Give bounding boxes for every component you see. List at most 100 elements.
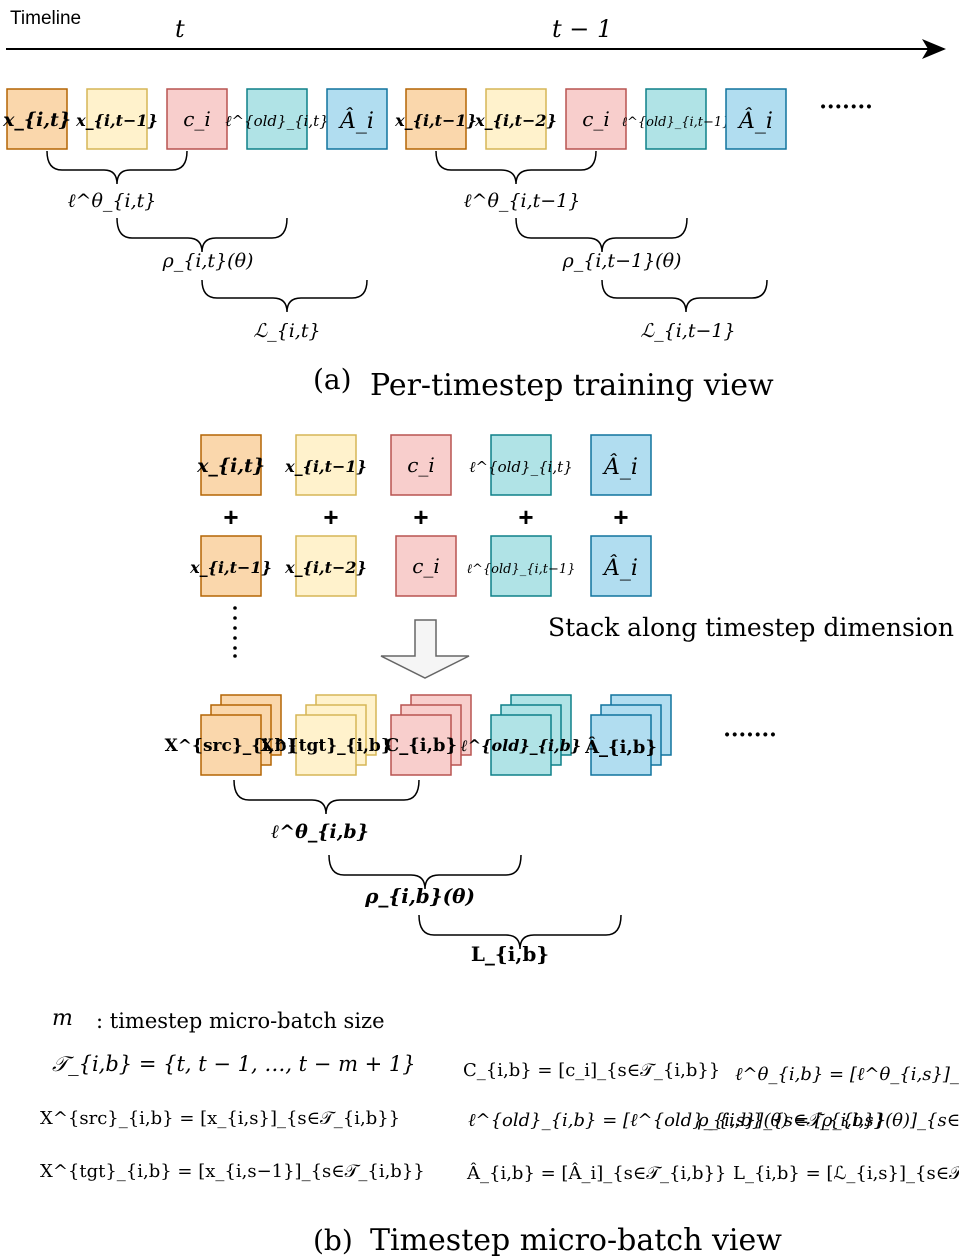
svg-text:x_{i,t−2}: x_{i,t−2} xyxy=(284,558,367,577)
def-L: L_{i,b} = [ℒ_{i,s}]_{s∈𝒯_{i,b}} xyxy=(733,1163,959,1184)
plus-sign: + xyxy=(323,502,338,532)
svg-text:Â_i: Â_i xyxy=(737,107,773,134)
brace-L-i-t xyxy=(201,279,368,313)
box-x-i-t: x_{i,t} xyxy=(2,88,71,150)
box-a-hat-i: Â_i xyxy=(326,88,388,150)
plus-sign: + xyxy=(223,502,238,532)
box-b-x-i-t-minus-2: x_{i,t−2} xyxy=(284,535,367,597)
svg-text:X^{src}_{i,b}: X^{src}_{i,b} xyxy=(165,736,298,756)
svg-text:Â_i: Â_i xyxy=(602,453,638,480)
brace-rho-i-t-minus-1 xyxy=(515,217,688,253)
box-b-c-i: c_i xyxy=(390,434,452,496)
box-x-i-t-minus-1-b: x_{i,t−1} xyxy=(394,88,477,150)
stack-x-tgt: X^{tgt}_{i,b} xyxy=(260,694,392,776)
box-b-x-i-t: x_{i,t} xyxy=(196,434,265,496)
label-rho-i-t-minus-1: ρ_{i,t−1}(θ) xyxy=(562,250,682,272)
down-arrow-icon xyxy=(380,619,470,679)
timeline-tick-t-minus-1: t − 1 xyxy=(552,15,612,43)
def-l-old: ℓ^{old}_{i,b} = [ℓ^{old}_{i,s}]_{s∈𝒯_{i,… xyxy=(468,1110,886,1131)
stack-x-src: X^{src}_{i,b} xyxy=(165,694,298,776)
definitions: m : timestep micro-batch size 𝒯_{i,b} = … xyxy=(40,1006,959,1184)
label-L-i-b: L_{i,b} xyxy=(471,942,549,966)
svg-text:C_{i,b}: C_{i,b} xyxy=(385,735,457,756)
brace-l-theta-i-t-minus-1 xyxy=(435,150,597,185)
svg-text:c_i: c_i xyxy=(407,453,435,477)
brace-rho-i-t xyxy=(116,217,288,253)
svg-text:x_{i,t−1}: x_{i,t−1} xyxy=(189,558,272,577)
label-l-theta-i-b: ℓ^θ_{i,b} xyxy=(271,821,369,843)
brace-l-theta-i-b xyxy=(233,779,420,815)
box-a-hat-i-b: Â_i xyxy=(725,88,787,150)
group-t: x_{i,t} x_{i,t−1} c_i ℓ^{old}_{i,t} Â_i … xyxy=(2,88,388,342)
box-x-i-t-minus-2: x_{i,t−2} xyxy=(474,88,557,150)
brace-l-theta-i-t xyxy=(46,150,188,185)
box-l-old-i-t-minus-1: ℓ^{old}_{i,t−1} xyxy=(622,88,731,150)
box-b-a-hat-i-row2: Â_i xyxy=(590,535,652,597)
svg-text:c_i: c_i xyxy=(412,554,440,578)
stack-l-old: ℓ^{old}_{i,b} xyxy=(460,694,581,776)
caption-a-text: Per-timestep training view xyxy=(370,368,774,403)
box-l-old-i-t: ℓ^{old}_{i,t} xyxy=(225,88,329,150)
plus-row: + + + + + xyxy=(223,502,628,532)
stack-a-hat: Â_{i,b} xyxy=(584,694,672,776)
svg-text:x_{i,t}: x_{i,t} xyxy=(2,109,71,131)
box-b-l-old-i-t-minus-1: ℓ^{old}_{i,t−1} xyxy=(467,535,576,597)
svg-text:ℓ^{old}_{i,t}: ℓ^{old}_{i,t} xyxy=(469,458,573,476)
def-C: C_{i,b} = [c_i]_{s∈𝒯_{i,b}} xyxy=(463,1060,720,1081)
label-L-i-t-minus-1: ℒ_{i,t−1} xyxy=(640,320,735,342)
row-current-timestep: x_{i,t} x_{i,t−1} c_i ℓ^{old}_{i,t} Â_i xyxy=(196,434,652,496)
def-rho: ρ_{i,b}(θ) = [ρ_{i,s}(θ)]_{s∈𝒯_{i,b}} xyxy=(697,1110,959,1131)
svg-text:Â_i: Â_i xyxy=(338,107,374,134)
label-rho-i-b: ρ_{i,b}(θ) xyxy=(364,884,475,908)
stack-c: C_{i,b} xyxy=(385,694,472,776)
brace-rho-i-b xyxy=(328,854,522,890)
caption-a-label: (a) xyxy=(313,363,352,396)
caption-b-label: (b) xyxy=(313,1224,353,1257)
def-X-src: X^{src}_{i,b} = [x_{i,s}]_{s∈𝒯_{i,b}} xyxy=(40,1108,400,1129)
timeline-tick-t: t xyxy=(175,15,185,43)
stack-note: Stack along timestep dimension xyxy=(548,613,954,642)
ellipsis-a: ······· xyxy=(819,94,873,120)
plus-sign: + xyxy=(613,502,628,532)
brace-L-i-b xyxy=(418,914,622,950)
def-m-text: : timestep micro-batch size xyxy=(96,1009,385,1033)
svg-text:Â_{i,b}: Â_{i,b} xyxy=(584,735,657,758)
svg-text:x_{i,t−2}: x_{i,t−2} xyxy=(474,111,557,130)
svg-text:ℓ^{old}_{i,t−1}: ℓ^{old}_{i,t−1} xyxy=(622,115,731,130)
svg-text:x_{i,t−1}: x_{i,t−1} xyxy=(284,457,367,476)
def-m-symbol: m xyxy=(52,1006,73,1031)
svg-text:c_i: c_i xyxy=(582,107,610,131)
vertical-ellipsis xyxy=(233,606,237,658)
def-A-hat: Â_{i,b} = [Â_i]_{s∈𝒯_{i,b}} xyxy=(466,1161,726,1184)
def-T: 𝒯_{i,b} = {t, t − 1, …, t − m + 1} xyxy=(52,1052,416,1076)
svg-text:X^{tgt}_{i,b}: X^{tgt}_{i,b} xyxy=(260,736,392,756)
box-b-c-i-row2: c_i xyxy=(395,535,457,597)
svg-text:ℓ^{old}_{i,t}: ℓ^{old}_{i,t} xyxy=(225,112,329,130)
plus-sign: + xyxy=(518,502,533,532)
group-t-minus-1: x_{i,t−1} x_{i,t−2} c_i ℓ^{old}_{i,t−1} … xyxy=(394,88,873,342)
box-c-i: c_i xyxy=(166,88,228,150)
ellipsis-b: ······· xyxy=(723,722,777,748)
box-x-i-t-minus-1: x_{i,t−1} xyxy=(75,88,158,150)
caption-b-text: Timestep micro-batch view xyxy=(370,1223,782,1258)
label-rho-i-t: ρ_{i,t}(θ) xyxy=(162,250,254,272)
box-b-a-hat-i: Â_i xyxy=(590,434,652,496)
row-previous-timestep: x_{i,t−1} x_{i,t−2} c_i ℓ^{old}_{i,t−1} … xyxy=(189,535,652,597)
label-l-theta-i-t: ℓ^θ_{i,t} xyxy=(68,190,157,212)
box-c-i-b: c_i xyxy=(565,88,627,150)
brace-L-i-t-minus-1 xyxy=(601,279,768,313)
svg-text:x_{i,t−1}: x_{i,t−1} xyxy=(394,111,477,130)
label-L-i-t: ℒ_{i,t} xyxy=(253,320,320,342)
def-l-theta: ℓ^θ_{i,b} = [ℓ^θ_{i,s}]_{s∈𝒯_{i,b}} xyxy=(735,1064,959,1085)
box-b-x-i-t-minus-1-row2: x_{i,t−1} xyxy=(189,535,272,597)
box-b-l-old-i-t: ℓ^{old}_{i,t} xyxy=(469,434,573,496)
svg-text:ℓ^{old}_{i,t−1}: ℓ^{old}_{i,t−1} xyxy=(467,562,576,577)
svg-text:x_{i,t}: x_{i,t} xyxy=(196,455,265,477)
plus-sign: + xyxy=(413,502,428,532)
def-X-tgt: X^{tgt}_{i,b} = [x_{i,s−1}]_{s∈𝒯_{i,b}} xyxy=(40,1161,425,1182)
box-b-x-i-t-minus-1: x_{i,t−1} xyxy=(284,434,367,496)
label-l-theta-i-t-minus-1: ℓ^θ_{i,t−1} xyxy=(464,190,581,212)
svg-text:Â_i: Â_i xyxy=(602,554,638,581)
